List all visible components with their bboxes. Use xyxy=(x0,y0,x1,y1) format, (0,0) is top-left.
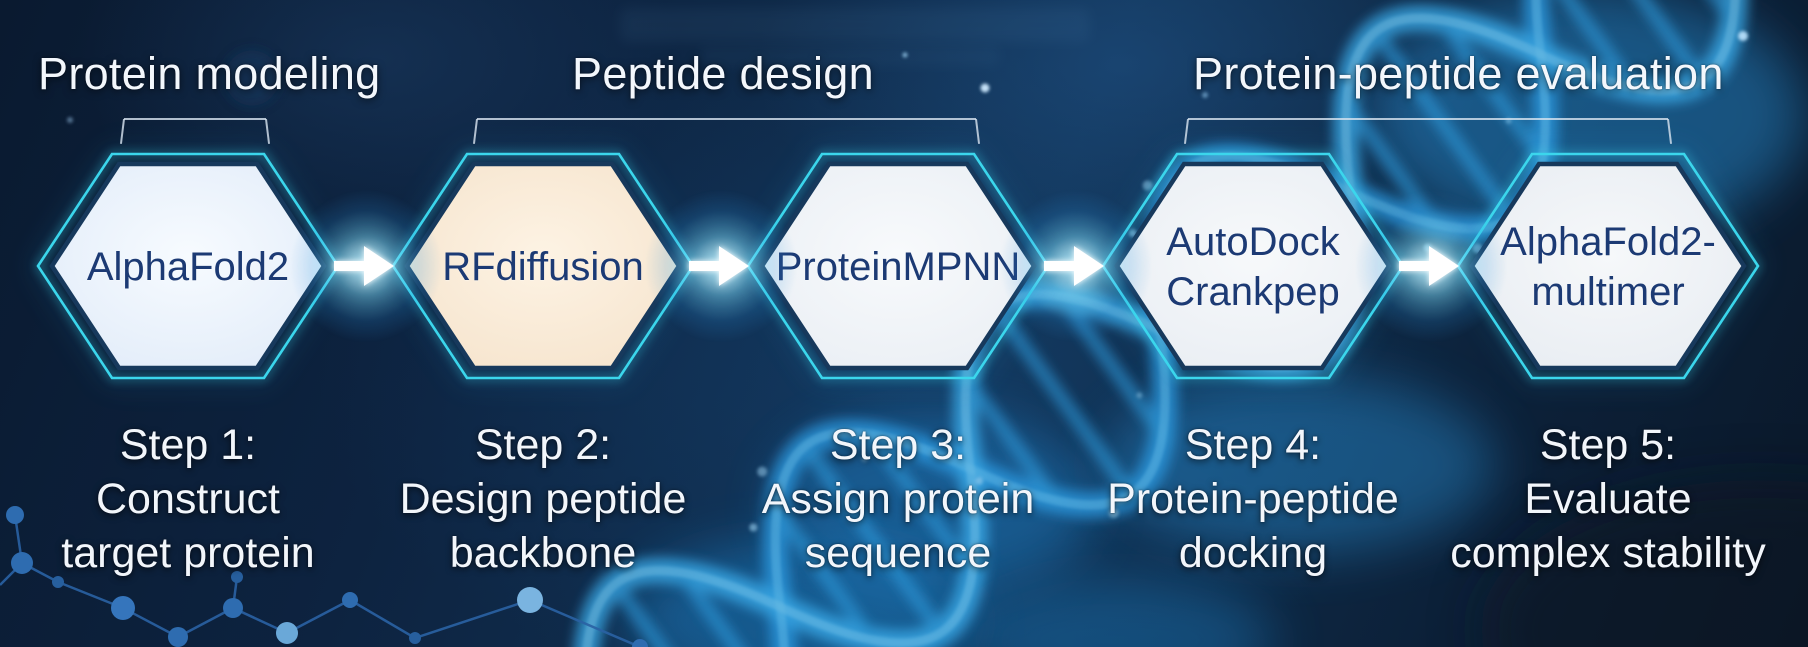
step-caption-line: Evaluate xyxy=(1524,475,1692,523)
step-caption-line: Construct xyxy=(95,475,280,523)
flow-arrow-4 xyxy=(1399,246,1459,286)
step-caption-line: Step 1: xyxy=(119,421,257,469)
tool-label-line: RFdiffusion xyxy=(442,244,644,289)
hexagon-alphafold2: AlphaFold2 xyxy=(34,149,342,384)
hexagon-alphafold2-multimer: AlphaFold2- multimer xyxy=(1454,149,1762,384)
step-caption-line: Step 4: xyxy=(1184,421,1322,469)
tool-label-rfdiffusion: RFdiffusion xyxy=(389,149,697,384)
tool-label-autodock-crankpep: AutoDock Crankpep xyxy=(1099,149,1407,384)
step-caption-5: Step 5: Evaluate complex stability xyxy=(1428,418,1788,580)
hexagon-autodock-crankpep: AutoDock Crankpep xyxy=(1099,149,1407,384)
step-caption-line: target protein xyxy=(61,529,315,577)
step-caption-line: sequence xyxy=(804,529,992,577)
step-caption-4: Step 4: Protein-peptide docking xyxy=(1073,418,1433,580)
step-caption-line: Design peptide xyxy=(399,475,687,523)
phase-title-peptide-design: Peptide design xyxy=(572,48,874,99)
phase-title-protein-modeling: Protein modeling xyxy=(38,48,381,99)
tool-label-line: Crankpep xyxy=(1166,269,1340,314)
hexagon-proteinmpnn: ProteinMPNN xyxy=(744,149,1052,384)
step-caption-1: Step 1: Construct target protein xyxy=(8,418,368,580)
tool-label-line: AlphaFold2 xyxy=(86,244,290,289)
tool-label-alphafold2: AlphaFold2 xyxy=(34,149,342,384)
tool-label-line: ProteinMPNN xyxy=(775,244,1021,289)
tool-label-line: AlphaFold2- xyxy=(1500,219,1716,264)
step-caption-2: Step 2: Design peptide backbone xyxy=(363,418,723,580)
step-caption-line: Step 5: xyxy=(1539,421,1677,469)
flow-arrow-3 xyxy=(1044,246,1104,286)
step-caption-line: Protein-peptide xyxy=(1107,475,1399,523)
tool-label-line: multimer xyxy=(1531,269,1685,314)
step-caption-line: docking xyxy=(1178,529,1328,577)
flow-arrow-2 xyxy=(689,246,749,286)
step-caption-line: Assign protein xyxy=(761,475,1035,523)
hexagon-rfdiffusion: RFdiffusion xyxy=(389,149,697,384)
phase-title-protein-peptide-evaluation: Protein-peptide evaluation xyxy=(1193,48,1724,99)
tool-label-alphafold2-multimer: AlphaFold2- multimer xyxy=(1454,149,1762,384)
step-caption-line: complex stability xyxy=(1450,529,1766,577)
step-caption-line: Step 3: xyxy=(829,421,967,469)
phase-bracket-protein-modeling xyxy=(124,118,266,145)
tool-label-proteinmpnn: ProteinMPNN xyxy=(744,149,1052,384)
phase-bracket-protein-peptide-evaluation xyxy=(1188,118,1668,145)
phase-bracket-peptide-design xyxy=(477,118,976,145)
step-caption-line: Step 2: xyxy=(474,421,612,469)
tool-label-line: AutoDock xyxy=(1166,219,1340,264)
step-caption-3: Step 3: Assign protein sequence xyxy=(718,418,1078,580)
step-caption-line: backbone xyxy=(449,529,637,577)
flow-arrow-1 xyxy=(334,246,394,286)
